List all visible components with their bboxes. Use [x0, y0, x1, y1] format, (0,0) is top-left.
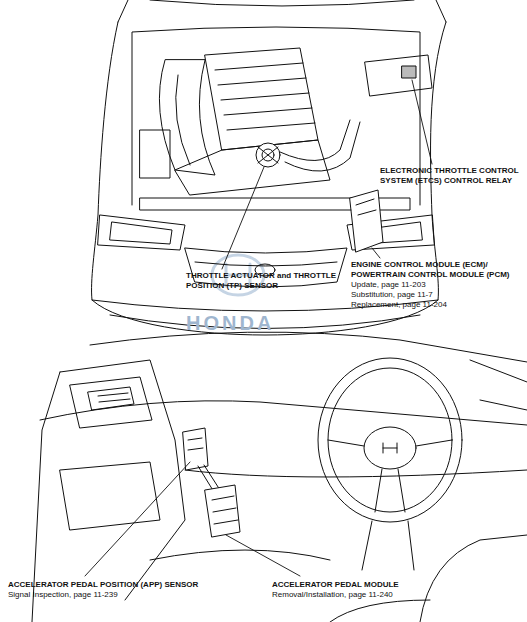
throttle-actuator	[256, 143, 280, 167]
throttle-ribs	[258, 147, 278, 163]
label-group: HONDA	[186, 312, 296, 334]
intake-manifold	[159, 60, 215, 175]
lower-dash	[185, 470, 527, 477]
engine-block	[175, 140, 330, 195]
under-hood-fuse-box	[365, 55, 432, 96]
ecm-pcm	[350, 190, 383, 252]
leader-line	[412, 80, 432, 164]
page-reference: Removal/Installation, page 11-240	[272, 590, 492, 600]
dash-top	[90, 332, 527, 362]
label-group: THROTTLE ACTUATOR and THROTTLE POSITION …	[186, 271, 348, 291]
steering-wheel	[318, 358, 462, 570]
leader-line	[222, 167, 264, 269]
accelerator-pedal	[183, 428, 240, 537]
headlight	[98, 215, 185, 250]
vent	[88, 387, 134, 410]
leader-line	[372, 248, 380, 258]
part-name: ELECTRONIC THROTTLE CONTROL SYSTEM (ETCS…	[380, 166, 522, 186]
page-reference: Signal Inspection, page 11-239	[8, 590, 248, 600]
wheel-rim-inner	[328, 368, 452, 512]
dash-face	[40, 401, 527, 425]
hood-edge	[118, 0, 446, 22]
engine	[140, 48, 360, 195]
dashboard	[32, 332, 527, 622]
wheel-rim	[318, 358, 462, 522]
label-group: ACCELERATOR PEDAL POSITION (APP) SENSORS…	[8, 580, 248, 600]
seat-cushion	[330, 600, 430, 622]
leader-line	[85, 462, 190, 576]
hub-logo	[383, 443, 397, 453]
app-sensor	[183, 428, 208, 470]
valve-cover-ribs	[215, 63, 315, 130]
fuse-box	[365, 55, 432, 96]
page-reference: Substitution, page 11-7	[351, 290, 523, 300]
page-reference: Replacement, page 11-204	[351, 300, 523, 310]
etcs-relay	[402, 66, 416, 78]
door-panel	[470, 360, 527, 410]
part-name: ACCELERATOR PEDAL POSITION (APP) SENSOR	[8, 580, 248, 590]
label-group: ELECTRONIC THROTTLE CONTROL SYSTEM (ETCS…	[380, 166, 522, 186]
label-group: ACCELERATOR PEDAL MODULERemoval/Installa…	[272, 580, 492, 600]
watermark: HONDA	[186, 312, 296, 334]
wheel-hub	[364, 427, 416, 469]
part-name: ACCELERATOR PEDAL MODULE	[272, 580, 492, 590]
engine-bay	[132, 27, 420, 205]
page-reference: Update, page 11-203	[351, 280, 523, 290]
steering-column	[362, 521, 414, 570]
wheel-spokes	[328, 440, 452, 512]
leader-lines	[85, 80, 432, 576]
valve-cover	[205, 48, 318, 150]
part-name: ENGINE CONTROL MODULE (ECM)/ POWERTRAIN …	[351, 260, 523, 280]
pedal-pad	[205, 485, 240, 537]
floor	[150, 550, 330, 560]
part-name: THROTTLE ACTUATOR and THROTTLE POSITION …	[186, 271, 348, 291]
throttle-body	[256, 143, 280, 167]
intake-duct	[280, 120, 360, 171]
label-group: ENGINE CONTROL MODULE (ECM)/ POWERTRAIN …	[351, 260, 523, 310]
seat-back	[420, 535, 527, 622]
leader-line	[226, 535, 300, 576]
console	[60, 462, 160, 530]
seat	[330, 535, 527, 622]
battery	[140, 130, 170, 178]
